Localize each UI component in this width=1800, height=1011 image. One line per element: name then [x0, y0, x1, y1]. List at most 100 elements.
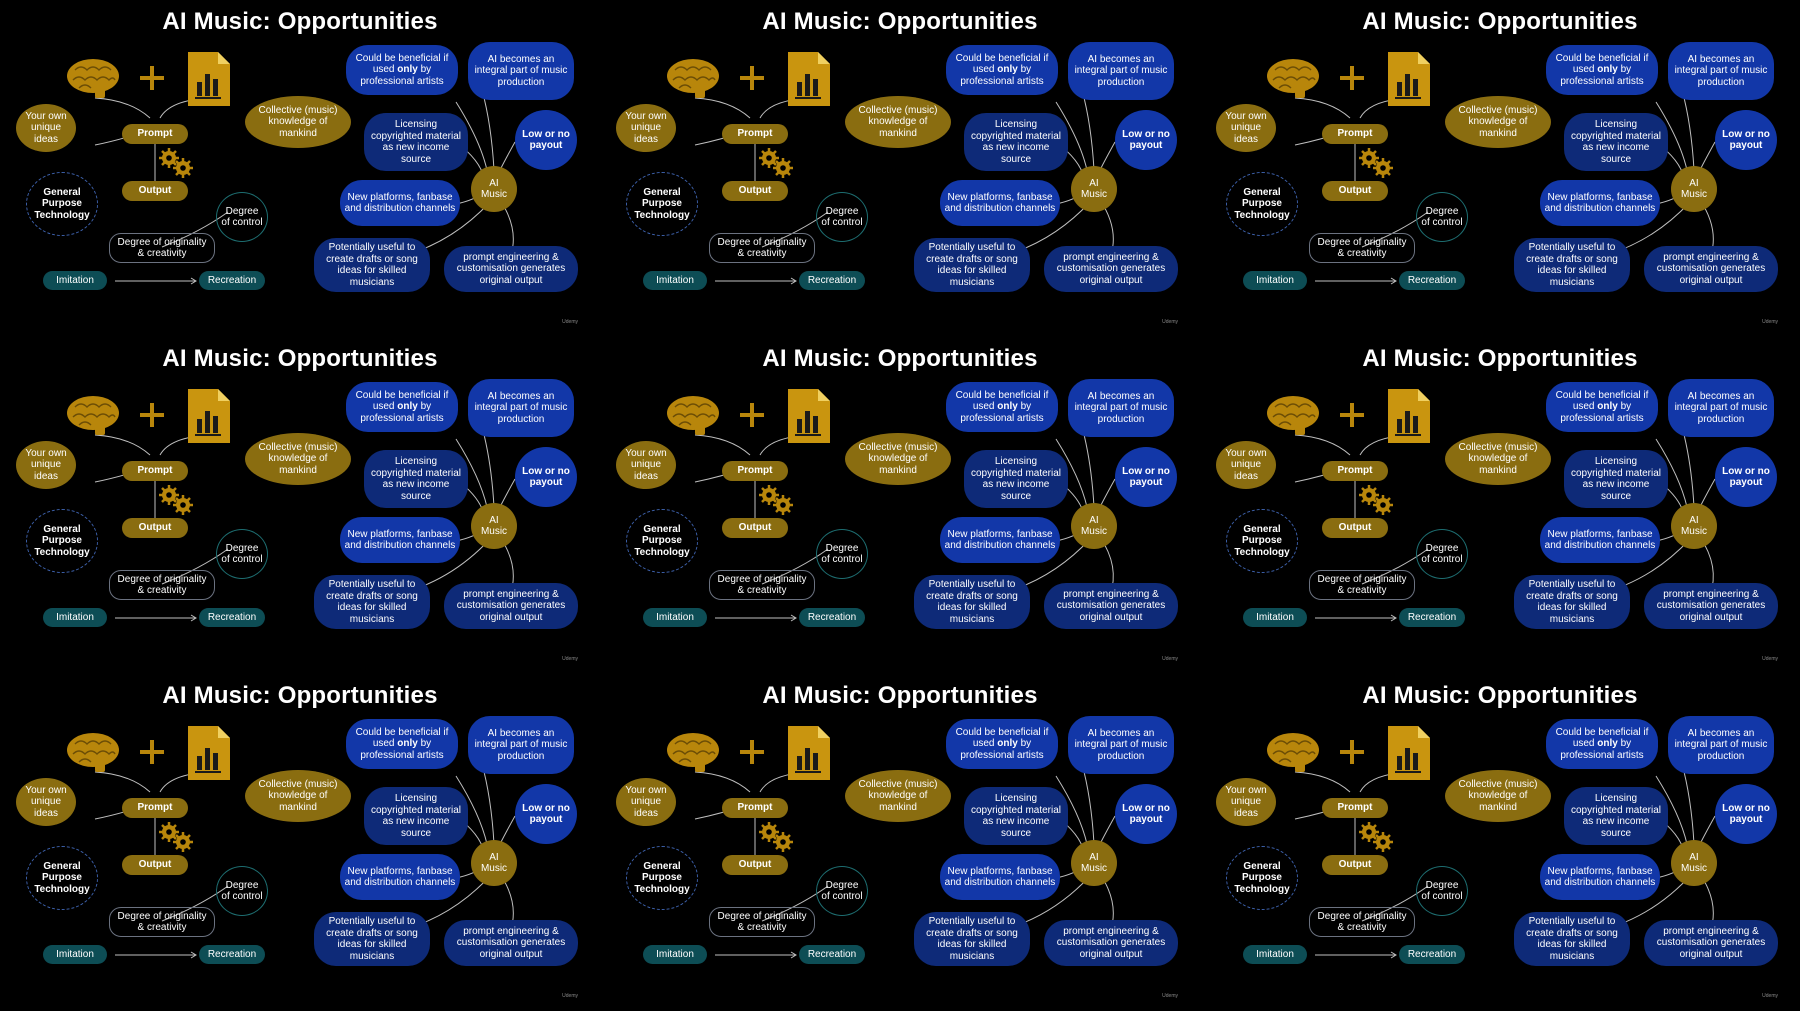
recreation-node: Recreation	[199, 945, 265, 964]
drafts-node: Potentially useful to create drafts or s…	[314, 912, 430, 966]
brain-icon	[1267, 59, 1319, 98]
drafts-node: Potentially useful to create drafts or s…	[1514, 575, 1630, 629]
beneficial-text-post: by professional artists	[1560, 64, 1644, 87]
slide-thumbnail-6[interactable]: AI Music: Opportunities	[1200, 337, 1800, 674]
beneficial-text-bold: only	[1597, 738, 1618, 750]
degree-control-node: Degree of control	[216, 529, 268, 579]
chart-document-icon	[788, 726, 830, 780]
chart-document-icon	[188, 389, 230, 443]
degree-control-node: Degree of control	[1416, 192, 1468, 242]
low-payout-node: Low or no payout	[515, 110, 577, 170]
slide-title: AI Music: Opportunities	[1362, 8, 1638, 35]
licensing-node: Licensing copyrighted material as new in…	[964, 450, 1068, 508]
licensing-node: Licensing copyrighted material as new in…	[964, 113, 1068, 171]
degree-control-node: Degree of control	[216, 192, 268, 242]
degree-originality-node: Degree of originality & creativity	[709, 907, 815, 937]
slide-thumbnail-7[interactable]: AI Music: Opportunities	[0, 674, 600, 1011]
degree-originality-node: Degree of originality & creativity	[1309, 233, 1415, 263]
prompt-node: Prompt	[722, 798, 788, 818]
gpt-node: General Purpose Technology	[26, 172, 98, 236]
slide-title: AI Music: Opportunities	[162, 345, 438, 372]
collective-knowledge-node: Collective (music) knowledge of mankind	[245, 433, 351, 485]
licensing-node: Licensing copyrighted material as new in…	[1564, 450, 1668, 508]
beneficial-text-pre: Could be beneficial if used	[1555, 726, 1649, 750]
slide-thumbnail-4[interactable]: AI Music: Opportunities	[0, 337, 600, 674]
gears-icon	[1359, 822, 1393, 852]
own-ideas-node: Your own unique ideas	[16, 441, 76, 489]
integral-part-node: AI becomes an integral part of music pro…	[1068, 716, 1174, 774]
slide-title: AI Music: Opportunities	[1362, 682, 1638, 709]
low-payout-node: Low or no payout	[1715, 447, 1777, 507]
imitation-node: Imitation	[43, 271, 107, 290]
brain-icon	[667, 733, 719, 772]
licensing-node: Licensing copyrighted material as new in…	[1564, 787, 1668, 845]
gpt-node: General Purpose Technology	[1226, 509, 1298, 573]
gears-icon	[759, 822, 793, 852]
slide-title: AI Music: Opportunities	[162, 682, 438, 709]
prompt-engineering-node: prompt engineering & customisation gener…	[444, 246, 578, 292]
beneficial-text-post: by professional artists	[1560, 401, 1644, 424]
slide-thumbnail-3[interactable]: AI Music: Opportunities	[1200, 0, 1800, 337]
beneficial-text-post: by professional artists	[360, 64, 444, 87]
beneficial-text-pre: Could be beneficial if used	[355, 389, 449, 413]
low-payout-node: Low or no payout	[515, 784, 577, 844]
beneficial-node: Could be beneficial if used only by prof…	[946, 45, 1058, 95]
collective-knowledge-node: Collective (music) knowledge of mankind	[245, 770, 351, 822]
beneficial-node: Could be beneficial if used only by prof…	[946, 382, 1058, 432]
imitation-node: Imitation	[643, 945, 707, 964]
slide-thumbnail-9[interactable]: AI Music: Opportunities	[1200, 674, 1800, 1011]
chart-document-icon	[788, 52, 830, 106]
new-platforms-node: New platforms, fanbase and distribution …	[340, 180, 460, 226]
prompt-engineering-node: prompt engineering & customisation gener…	[444, 583, 578, 629]
degree-originality-node: Degree of originality & creativity	[709, 233, 815, 263]
chart-document-icon	[1388, 389, 1430, 443]
low-payout-node: Low or no payout	[1115, 110, 1177, 170]
plus-icon	[1340, 740, 1364, 764]
degree-originality-node: Degree of originality & creativity	[109, 233, 215, 263]
slide-thumbnail-8[interactable]: AI Music: Opportunities	[600, 674, 1200, 1011]
degree-originality-node: Degree of originality & creativity	[1309, 907, 1415, 937]
brain-icon	[67, 733, 119, 772]
chart-document-icon	[188, 726, 230, 780]
slide-thumbnail-2[interactable]: AI Music: Opportunities	[600, 0, 1200, 337]
beneficial-text-post: by professional artists	[960, 401, 1044, 424]
gpt-node: General Purpose Technology	[1226, 172, 1298, 236]
new-platforms-node: New platforms, fanbase and distribution …	[940, 180, 1060, 226]
integral-part-node: AI becomes an integral part of music pro…	[468, 42, 574, 100]
slide-thumbnail-5[interactable]: AI Music: Opportunities	[600, 337, 1200, 674]
drafts-node: Potentially useful to create drafts or s…	[314, 575, 430, 629]
own-ideas-node: Your own unique ideas	[616, 778, 676, 826]
prompt-engineering-node: prompt engineering & customisation gener…	[1044, 246, 1178, 292]
prompt-node: Prompt	[1322, 798, 1388, 818]
drafts-node: Potentially useful to create drafts or s…	[1514, 912, 1630, 966]
brain-icon	[667, 396, 719, 435]
recreation-node: Recreation	[1399, 608, 1465, 627]
ai-music-hub-node: AI Music	[471, 840, 517, 886]
degree-control-node: Degree of control	[816, 866, 868, 916]
gpt-node: General Purpose Technology	[26, 846, 98, 910]
beneficial-text-bold: only	[397, 401, 418, 413]
licensing-node: Licensing copyrighted material as new in…	[1564, 113, 1668, 171]
footer-watermark: Udemy	[1162, 993, 1178, 999]
beneficial-text-post: by professional artists	[1560, 738, 1644, 761]
prompt-node: Prompt	[722, 124, 788, 144]
own-ideas-node: Your own unique ideas	[1216, 778, 1276, 826]
ai-music-hub-node: AI Music	[1671, 166, 1717, 212]
recreation-node: Recreation	[799, 271, 865, 290]
slide-thumbnail-1[interactable]: AI Music: Opportunities	[0, 0, 600, 337]
imitation-node: Imitation	[43, 945, 107, 964]
recreation-node: Recreation	[1399, 945, 1465, 964]
output-node: Output	[1322, 181, 1388, 201]
gpt-node: General Purpose Technology	[26, 509, 98, 573]
output-node: Output	[122, 518, 188, 538]
beneficial-text-pre: Could be beneficial if used	[355, 52, 449, 76]
beneficial-node: Could be beneficial if used only by prof…	[946, 719, 1058, 769]
plus-icon	[1340, 403, 1364, 427]
ai-music-hub-node: AI Music	[1071, 166, 1117, 212]
plus-icon	[140, 403, 164, 427]
collective-knowledge-node: Collective (music) knowledge of mankind	[1445, 433, 1551, 485]
licensing-node: Licensing copyrighted material as new in…	[364, 113, 468, 171]
brain-icon	[67, 396, 119, 435]
brain-icon	[67, 59, 119, 98]
gears-icon	[159, 148, 193, 178]
